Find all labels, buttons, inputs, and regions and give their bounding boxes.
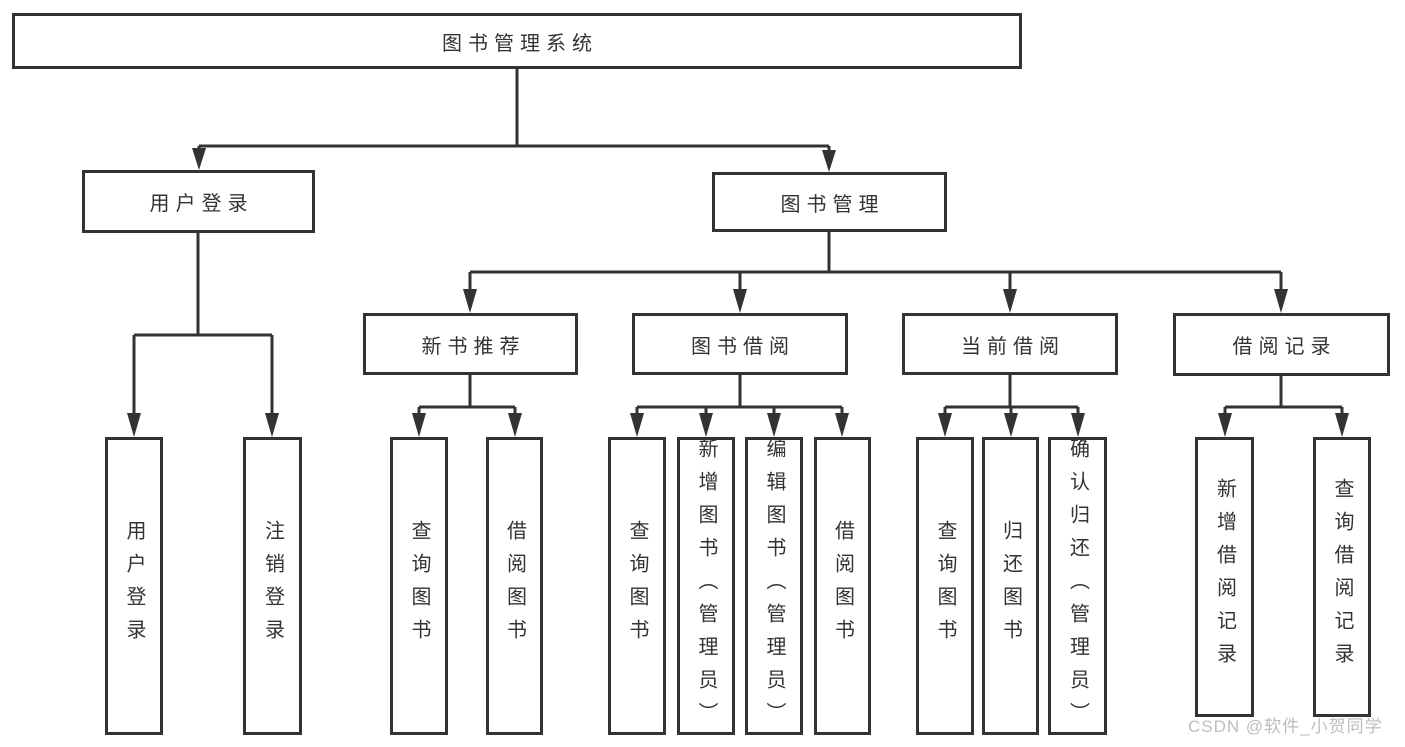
leaf-records-add-label: 新增借阅记录 (1213, 478, 1236, 676)
leaf-current-return: 归还图书 (982, 437, 1039, 735)
leaf-records-query-label: 查询借阅记录 (1331, 478, 1353, 676)
leaf-newbooks-query: 查询图书 (390, 437, 448, 735)
leaf-borrow-borrow: 借阅图书 (814, 437, 871, 735)
leaf-user-login: 用户登录 (105, 437, 163, 735)
leaf-logout-label: 注销登录 (261, 520, 284, 652)
watermark: CSDN @软件_小贺同学 (1188, 717, 1383, 736)
leaf-user-login-label: 用户登录 (123, 520, 145, 652)
leaf-records-query: 查询借阅记录 (1313, 437, 1371, 717)
leaf-current-confirm: 确认归还（管理员） (1048, 437, 1107, 735)
node-book-mgmt-label: 图书管理 (780, 193, 885, 216)
node-new-books: 新书推荐 (363, 313, 578, 375)
node-new-books-label: 新书推荐 (421, 335, 526, 358)
node-current-borrow: 当前借阅 (902, 313, 1118, 375)
leaf-borrow-edit: 编辑图书（管理员） (745, 437, 803, 735)
node-user-login-label: 用户登录 (149, 193, 254, 215)
arrowheads (127, 148, 1349, 437)
leaf-logout: 注销登录 (243, 437, 302, 735)
leaf-records-add: 新增借阅记录 (1195, 437, 1254, 717)
node-borrow-records: 借阅记录 (1173, 313, 1390, 376)
node-user-login: 用户登录 (82, 170, 315, 233)
leaf-current-query-label: 查询图书 (934, 520, 956, 652)
leaf-newbooks-query-label: 查询图书 (408, 520, 430, 652)
leaf-borrow-borrow-label: 借阅图书 (831, 520, 854, 652)
node-borrow-records-label: 借阅记录 (1232, 336, 1337, 358)
leaf-borrow-add-label: 新增图书（管理员） (695, 437, 717, 735)
node-book-mgmt: 图书管理 (712, 172, 947, 232)
leaf-borrow-edit-label: 编辑图书（管理员） (763, 437, 785, 735)
leaf-current-confirm-label: 确认归还（管理员） (1066, 437, 1089, 735)
node-root: 图书管理系统 (12, 13, 1022, 69)
node-root-label: 图书管理系统 (442, 32, 598, 55)
leaf-current-return-label: 归还图书 (999, 520, 1022, 652)
node-book-borrow-label: 图书借阅 (691, 335, 795, 358)
leaf-borrow-query: 查询图书 (608, 437, 666, 735)
leaf-current-query: 查询图书 (916, 437, 974, 735)
leaf-borrow-add: 新增图书（管理员） (677, 437, 735, 735)
leaf-newbooks-borrow-label: 借阅图书 (503, 520, 526, 652)
node-book-borrow: 图书借阅 (632, 313, 848, 375)
leaf-borrow-query-label: 查询图书 (626, 520, 648, 652)
leaf-newbooks-borrow: 借阅图书 (486, 437, 543, 735)
node-current-borrow-label: 当前借阅 (961, 335, 1065, 358)
